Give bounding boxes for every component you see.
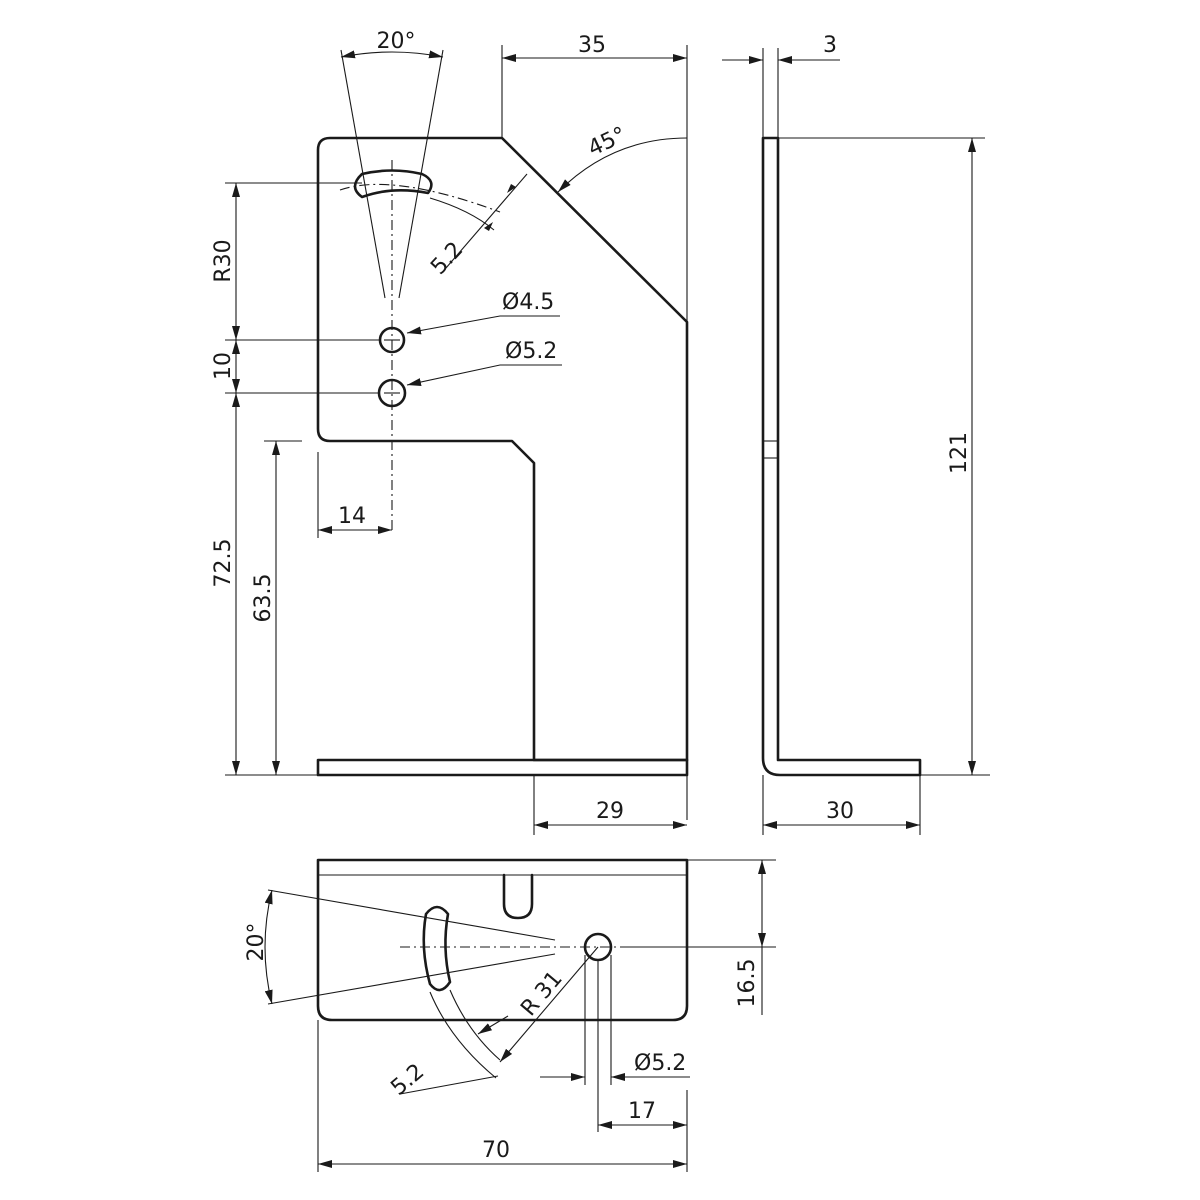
dim-line-slot-width-bottom-2 — [399, 1075, 499, 1095]
slot-outer-arc — [429, 197, 495, 231]
bottom-top-notch — [502, 873, 534, 920]
bottom-slot-arc-outer — [429, 991, 497, 1079]
slot-width-arrow-top — [507, 184, 516, 193]
slot-angle-line-right — [398, 49, 444, 299]
slot-angle-line-left — [340, 49, 386, 299]
bottom-angle-line-top — [267, 889, 556, 941]
front-curved-slot — [353, 169, 433, 199]
side-thickness-label: 3 — [823, 33, 837, 58]
front-base-width-label: 29 — [596, 799, 624, 824]
bottom-hole-offset-label: 17 — [628, 1099, 656, 1124]
front-slot-width-label: 5.2 — [426, 237, 468, 280]
slot-angle-arc — [340, 50, 444, 59]
bottom-slot-radius-label: R 31 — [516, 967, 567, 1022]
dim-line-slot-width-bottom — [477, 1015, 509, 1035]
side-total-height-label: 121 — [947, 432, 972, 474]
bottom-slot-angle-label: 20° — [244, 923, 269, 962]
chamfer-angle-arc — [557, 137, 688, 193]
front-top-width-label: 35 — [578, 33, 606, 58]
front-hole-lower-label: Ø5.2 — [505, 339, 557, 364]
bottom-hole-depth-label: 16.5 — [735, 959, 760, 1008]
front-slot-angle-label: 20° — [377, 29, 416, 54]
front-base-flange — [316, 758, 689, 777]
bottom-angle-arc — [264, 889, 273, 1005]
side-flange-length-label: 30 — [826, 799, 854, 824]
leader-hole-upper — [406, 315, 560, 335]
dim-line-slot-width — [445, 173, 528, 269]
front-hole-upper — [378, 326, 406, 354]
bottom-slot-arc-inner — [449, 989, 501, 1061]
side-view: 3 121 30 — [722, 33, 990, 835]
front-hole-upper-label: Ø4.5 — [502, 290, 554, 315]
side-view-outline — [761, 136, 922, 777]
bottom-view-outline — [316, 858, 689, 1022]
bottom-curved-slot — [422, 905, 452, 992]
bottom-view: 20° R 31 5.2 16.5 Ø5.2 17 70 — [244, 858, 776, 1172]
bottom-angle-line-bottom — [267, 953, 556, 1005]
front-height-outer-label: 72.5 — [211, 539, 236, 588]
bottom-total-width-label: 70 — [482, 1138, 510, 1163]
front-slot-radius-label: R30 — [211, 239, 236, 282]
bottom-hole-dia-label: Ø5.2 — [634, 1051, 686, 1076]
front-view: 20° 35 45° 5.2 R30 Ø4.5 Ø5.2 10 — [211, 29, 689, 835]
front-hole-offset-label: 14 — [338, 504, 366, 529]
bottom-slot-width-label: 5.2 — [386, 1059, 429, 1101]
front-chamfer-angle-label: 45° — [584, 123, 630, 162]
slot-width-arrow-bottom — [484, 222, 493, 231]
dim-line-slot-radius-bottom — [499, 946, 599, 1063]
front-height-inner-label: 63.5 — [251, 574, 276, 623]
front-hole-spacing-label: 10 — [211, 352, 236, 380]
leader-hole-lower — [406, 364, 562, 386]
slot-centerline-arc — [339, 183, 501, 213]
